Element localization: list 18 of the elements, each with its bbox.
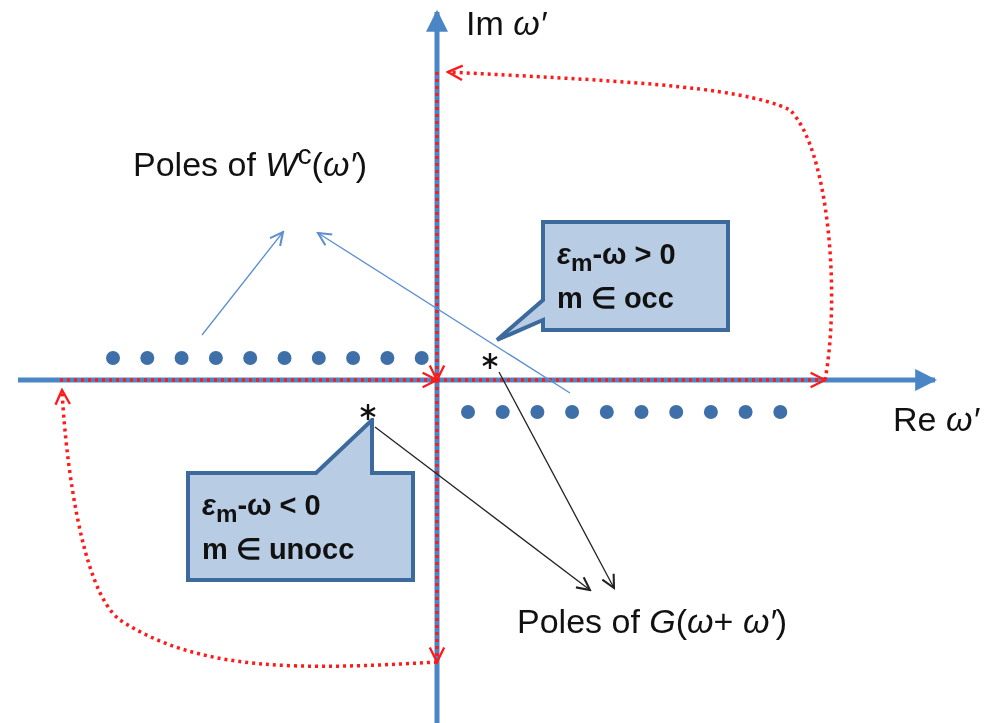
leader-arrow <box>498 371 616 590</box>
leader-arrow <box>374 426 592 592</box>
axis-label: Re ω′ <box>893 402 979 436</box>
pole-dot-row <box>104 349 431 367</box>
asterisk-marker <box>481 352 499 370</box>
callout-text: m ∈ occ <box>557 284 674 313</box>
callout-bubble <box>495 220 731 344</box>
pole-caption: Poles of W$^{c}$(ω′) <box>133 140 368 182</box>
leader-arrow <box>316 231 571 394</box>
callout-text: ε$_{m}$-ω < 0 <box>202 491 321 526</box>
callout-text: m ∈ unocc <box>202 535 355 564</box>
axis-label: Im ω′ <box>466 6 547 40</box>
callout-bubble <box>186 418 416 583</box>
pole-dot-row <box>459 403 790 421</box>
callout-text: ε$_{m}$-ω > 0 <box>557 240 676 275</box>
asterisk-marker <box>359 403 377 421</box>
leader-arrow <box>201 230 285 336</box>
pole-caption: Poles of G(ω+ ω′) <box>517 604 788 638</box>
